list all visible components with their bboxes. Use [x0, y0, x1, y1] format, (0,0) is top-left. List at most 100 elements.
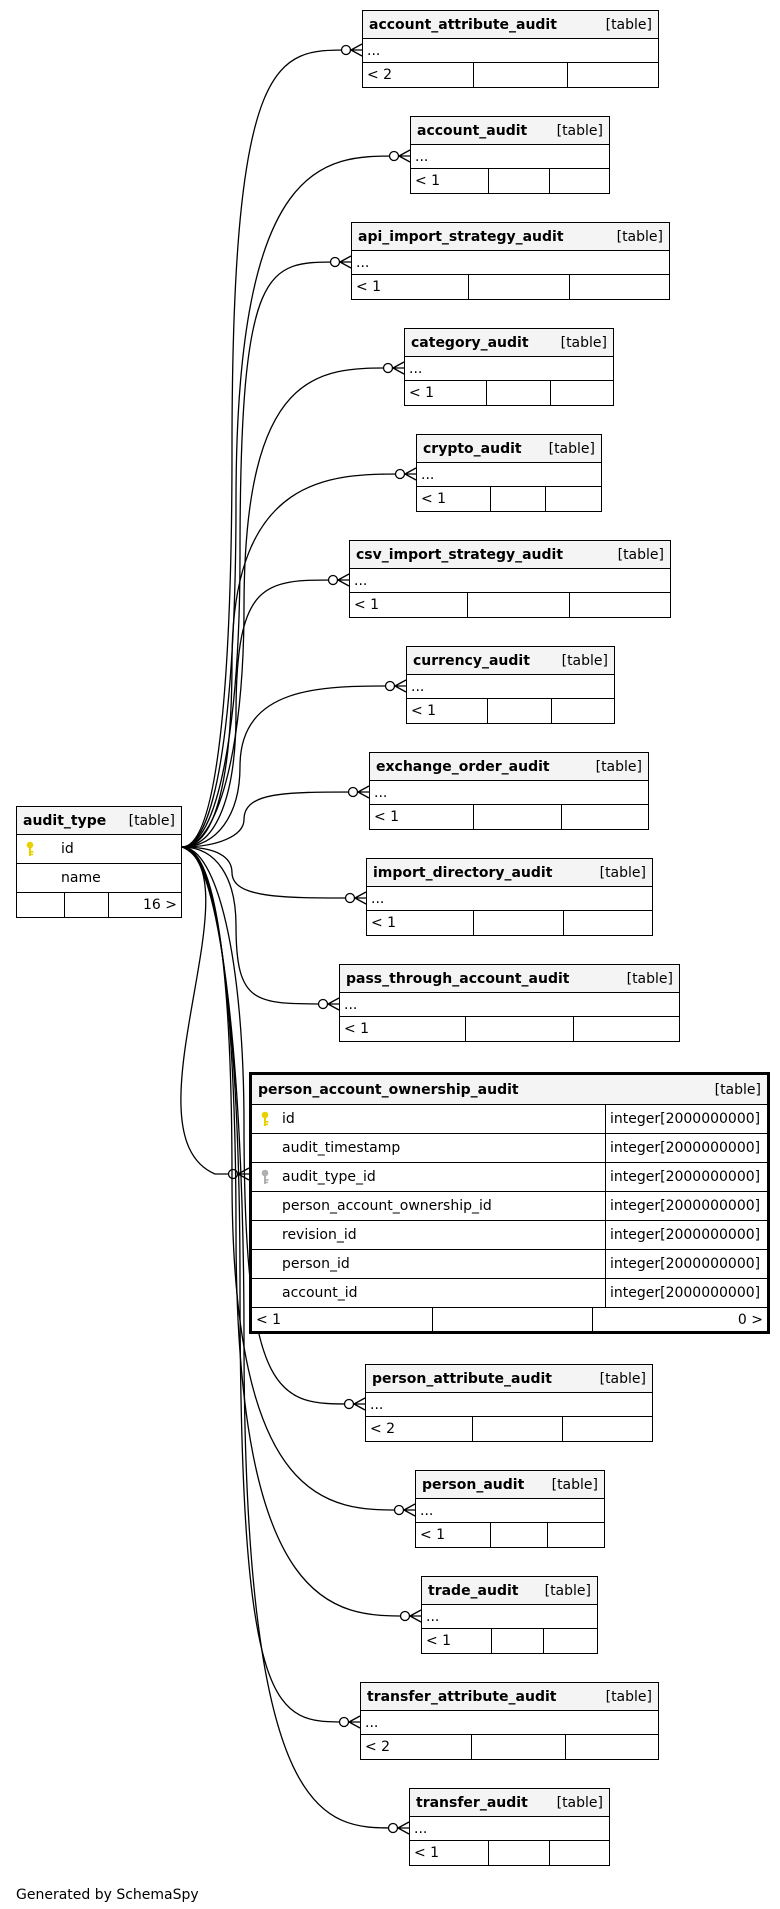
collapsed-columns-row: ... [407, 675, 614, 699]
table-api-import-strategy-audit[interactable]: api_import_strategy_audit[table]...< 1 [351, 222, 670, 300]
footer-cell [488, 699, 552, 723]
table-category-audit[interactable]: category_audit[table]...< 1 [404, 328, 614, 406]
table-type-label: [table] [595, 758, 642, 775]
collapsed-columns-row: ... [361, 1711, 658, 1735]
row-count-label: < 2 [363, 63, 474, 87]
footer-cell [474, 805, 562, 829]
table-header: category_audit [table] [405, 329, 613, 357]
table-trade-audit[interactable]: trade_audit[table]...< 1 [421, 1576, 598, 1654]
column-id[interactable]: id [17, 835, 181, 864]
table-name[interactable]: pass_through_account_audit [346, 970, 570, 987]
column-type: integer[2000000000] [605, 1279, 767, 1307]
zero-optional-marker [329, 256, 341, 268]
footer-cell [570, 275, 669, 299]
table-name[interactable]: person_attribute_audit [372, 1370, 552, 1387]
table-name[interactable]: person_audit [422, 1476, 525, 1493]
ellipsis-text: ... [426, 1608, 440, 1625]
relationship-edge [181, 155, 397, 848]
table-account-audit[interactable]: account_audit[table]...< 1 [410, 116, 610, 194]
table-type-label: [table] [560, 334, 607, 351]
footer-cell [548, 1523, 604, 1547]
table-person-attribute-audit[interactable]: person_attribute_audit[table]...< 2 [365, 1364, 653, 1442]
table-header: person_attribute_audit [table] [366, 1365, 652, 1393]
table-type-label: [table] [599, 1370, 646, 1387]
crows-foot-marker [404, 467, 417, 481]
collapsed-columns-row: ... [352, 251, 669, 275]
crows-foot-marker [392, 361, 405, 375]
table-footer: < 1 [407, 699, 614, 723]
collapsed-columns-row: ... [422, 1605, 597, 1629]
relationship-edge [181, 261, 338, 848]
table-name[interactable]: csv_import_strategy_audit [356, 546, 564, 563]
table-account-attribute-audit[interactable]: account_attribute_audit[table]...< 2 [362, 10, 659, 88]
table-transfer-attribute-audit[interactable]: transfer_attribute_audit[table]...< 2 [360, 1682, 659, 1760]
zero-optional-marker [347, 786, 359, 798]
collapsed-columns-row: ... [411, 145, 609, 169]
table-header: crypto_audit[table] [417, 435, 601, 463]
column-audit-timestamp[interactable]: audit_timestamp integer[2000000000] [252, 1134, 767, 1163]
table-name[interactable]: account_audit [417, 122, 528, 139]
table-name[interactable]: import_directory_audit [373, 864, 553, 881]
footer-cell [570, 593, 670, 617]
column-name: person_account_ownership_id [282, 1198, 492, 1214]
row-count-label: < 1 [416, 1523, 491, 1547]
ellipsis-text: ... [411, 678, 425, 695]
child-count-label: 16 > [143, 897, 177, 913]
table-name[interactable]: api_import_strategy_audit [358, 228, 564, 245]
ellipsis-text: ... [420, 1502, 434, 1519]
table-name[interactable]: transfer_audit [416, 1794, 528, 1811]
table-name[interactable]: transfer_attribute_audit [367, 1688, 557, 1705]
table-transfer-audit[interactable]: transfer_audit[table]...< 1 [409, 1788, 610, 1866]
table-header: import_directory_audit [table] [367, 859, 652, 887]
table-currency-audit[interactable]: currency_audit[table]... < 1 [406, 646, 615, 724]
footer-cell [564, 911, 652, 935]
table-footer: < 2 [366, 1417, 652, 1441]
row-count-label: < 2 [366, 1417, 473, 1441]
column-name: audit_timestamp [282, 1140, 401, 1156]
table-crypto-audit[interactable]: crypto_audit[table]...< 1 [416, 434, 602, 512]
table-name[interactable]: exchange_order_audit [376, 758, 550, 775]
footer-cell [489, 169, 550, 193]
relationship-edge [181, 49, 349, 848]
footer-cell [552, 699, 614, 723]
ellipsis-text: ... [421, 466, 435, 483]
table-header: transfer_audit [table] [410, 1789, 609, 1817]
row-count-label: < 1 [352, 275, 469, 299]
table-type-label: [table] [599, 864, 646, 881]
zero-optional-marker [399, 1610, 411, 1622]
ellipsis-text: ... [365, 1714, 379, 1731]
table-name[interactable]: trade_audit [428, 1582, 519, 1599]
table-import-directory-audit[interactable]: import_directory_audit[table]...< 1 [366, 858, 653, 936]
table-name[interactable]: audit_type [23, 812, 107, 829]
zero-optional-marker [344, 892, 356, 904]
table-name[interactable]: person_account_ownership_audit [258, 1081, 519, 1098]
table-name[interactable]: crypto_audit [423, 440, 522, 457]
table-header: csv_import_strategy_audit[table] [350, 541, 670, 569]
table-exchange-order-audit[interactable]: exchange_order_audit[table]...< 1 [369, 752, 649, 830]
table-type-label: [table] [556, 1794, 603, 1811]
table-person-audit[interactable]: person_audit[table]...< 1 [415, 1470, 605, 1548]
column-type: integer[2000000000] [605, 1134, 767, 1162]
column-name[interactable]: name [17, 864, 181, 893]
table-pass-through-account-audit[interactable]: pass_through_account_audit[table]...< 1 [339, 964, 680, 1042]
table-name[interactable]: category_audit [411, 334, 529, 351]
table-header: currency_audit[table] [407, 647, 614, 675]
table-csv-import-strategy-audit[interactable]: csv_import_strategy_audit[table]...< 1 [349, 540, 671, 618]
table-name[interactable]: account_attribute_audit [369, 16, 557, 33]
ellipsis-text: ... [371, 890, 385, 907]
table-header: api_import_strategy_audit[table] [352, 223, 669, 251]
ellipsis-text: ... [414, 1820, 428, 1837]
table-name[interactable]: currency_audit [413, 652, 530, 669]
footer-cell [489, 1841, 550, 1865]
column-name: audit_type_id [282, 1169, 376, 1185]
column-type: integer[2000000000] [605, 1250, 767, 1278]
relationship-edge [181, 846, 396, 1829]
